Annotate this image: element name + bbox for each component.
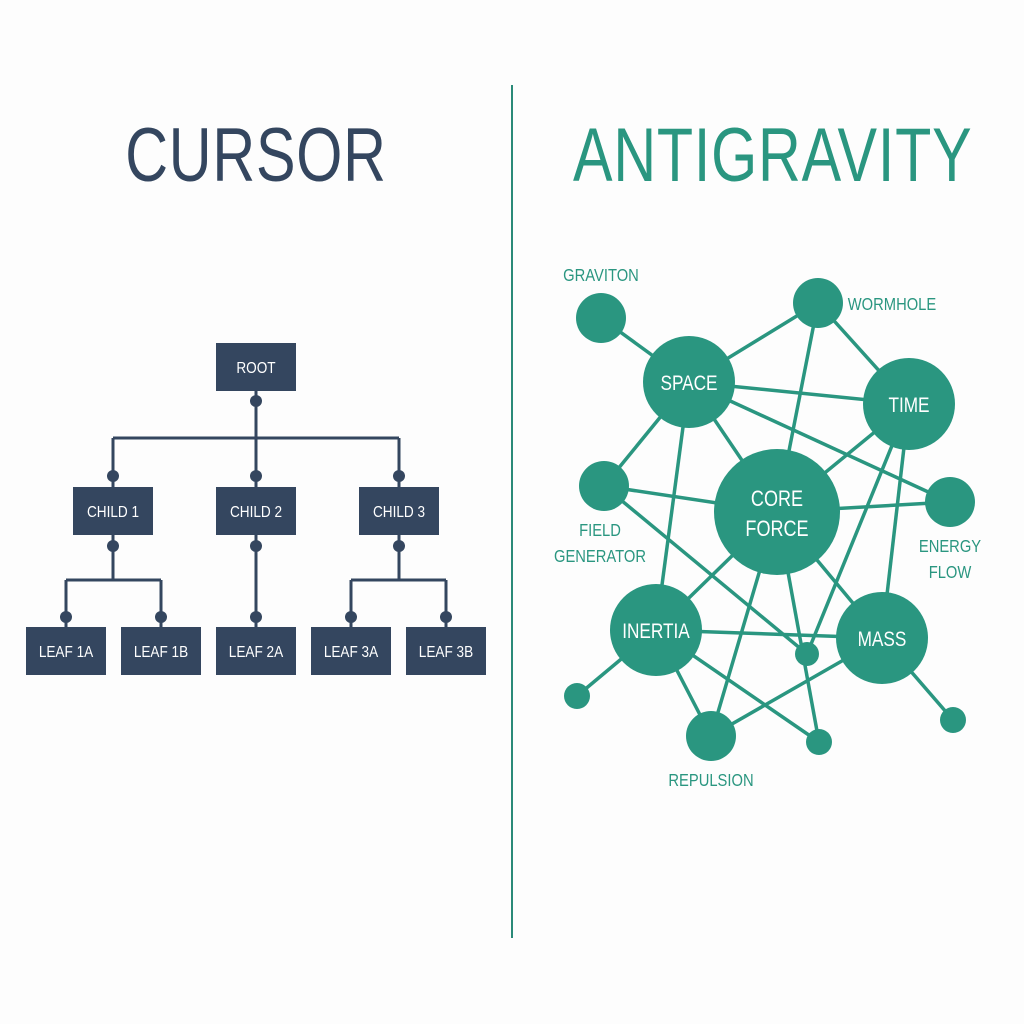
- connector-dot: [107, 470, 119, 482]
- edge-core-bottom: [775, 511, 821, 743]
- leaf-node-label: LEAF 2A: [229, 644, 283, 661]
- edge-time-mass: [880, 403, 911, 639]
- edge-field-core: [603, 484, 778, 514]
- node-caption-wormhole: WORMHOLE: [848, 295, 936, 315]
- node-label-inertia: INERTIA: [622, 621, 690, 644]
- edge-space-wormhole: [688, 301, 819, 384]
- node-time: [863, 358, 955, 450]
- edge-space-inertia: [654, 381, 691, 631]
- edge-mass-repulsion: [710, 636, 883, 738]
- edge-core-repulsion: [709, 511, 779, 737]
- node-caption-energy: ENERGY FLOW: [919, 537, 981, 583]
- edge-inertia-bl: [575, 628, 658, 698]
- leaf-node-label: LEAF 1B: [134, 644, 188, 661]
- edges-group: [575, 301, 955, 744]
- edge-graviton-space: [599, 316, 691, 384]
- node-energy: [925, 477, 975, 527]
- node-space: [643, 336, 735, 428]
- leaf-node-box: [216, 627, 296, 675]
- child-node-label: CHILD 2: [230, 504, 282, 521]
- edge-space-core: [687, 381, 779, 513]
- edge-wormhole-time: [816, 301, 911, 406]
- edge-core-energy: [776, 500, 951, 514]
- connector-dot: [60, 611, 72, 623]
- node-bottom: [806, 729, 832, 755]
- connector-dot: [440, 611, 452, 623]
- node-core: [714, 449, 840, 575]
- connector-dot: [345, 611, 357, 623]
- edge-mass-br: [880, 636, 955, 722]
- leaf-node-label: LEAF 3A: [324, 644, 378, 661]
- edge-time-core: [775, 402, 911, 514]
- child-node-label: CHILD 3: [373, 504, 425, 521]
- edge-field-mid: [602, 484, 809, 656]
- node-caption-line: FIELD: [579, 521, 621, 541]
- node-label-time: TIME: [888, 395, 929, 418]
- node-caption-field: FIELD GENERATOR: [554, 521, 646, 567]
- leaf-node-label: LEAF 1A: [39, 644, 93, 661]
- edge-core-mass: [775, 510, 884, 640]
- node-caption-line: GENERATOR: [554, 547, 646, 567]
- node-field: [579, 461, 629, 511]
- child-node-box: [216, 487, 296, 535]
- edge-wormhole-core: [775, 302, 820, 513]
- node-caption-line: ENERGY: [919, 537, 981, 557]
- edge-space-field: [602, 380, 691, 488]
- node-wormhole: [793, 278, 843, 328]
- root-node-label: ROOT: [236, 360, 275, 377]
- node-label-line: FORCE: [745, 517, 808, 541]
- edge-inertia-mass: [655, 628, 883, 640]
- edge-space-energy: [688, 380, 951, 504]
- edge-core-inertia: [654, 510, 779, 632]
- edge-inertia-repulsion: [654, 629, 713, 737]
- leaf-node-label: LEAF 3B: [419, 644, 473, 661]
- leaf-node-box: [311, 627, 391, 675]
- edge-inertia-bottom: [655, 628, 820, 744]
- node-label-line: CORE: [751, 487, 803, 511]
- node-inertia: [610, 584, 702, 676]
- node-mid: [795, 642, 819, 666]
- node-mass: [836, 592, 928, 684]
- leaf-node-box: [406, 627, 486, 675]
- hierarchy-tree-diagram: ROOT CHILD 1 LEAF 1A LEAF 1B CHILD 2 LEAF 2A C…: [26, 343, 486, 675]
- center-divider: [511, 85, 513, 938]
- node-repulsion: [686, 711, 736, 761]
- edge-space-time: [688, 380, 910, 406]
- connector-dot: [250, 395, 262, 407]
- antigravity-title: ANTIGRAVITY: [573, 113, 973, 198]
- connector-dot: [393, 470, 405, 482]
- node-label-core: CORE FORCE: [745, 487, 808, 541]
- node-caption-line: FLOW: [929, 563, 972, 583]
- leaf-node-box: [26, 627, 106, 675]
- node-caption-repulsion: REPULSION: [668, 771, 753, 791]
- child-node-box: [359, 487, 439, 535]
- node-bl: [564, 683, 590, 709]
- node-caption-graviton: GRAVITON: [563, 266, 639, 286]
- child-node-label: CHILD 1: [87, 504, 139, 521]
- cursor-title: CURSOR: [125, 113, 387, 198]
- node-graviton: [576, 293, 626, 343]
- leaf-node-box: [121, 627, 201, 675]
- connector-dot: [250, 611, 262, 623]
- node-label-space: SPACE: [660, 373, 717, 396]
- child-node-box: [73, 487, 153, 535]
- connector-dot: [155, 611, 167, 623]
- edge-time-mid: [805, 403, 911, 655]
- node-label-mass: MASS: [858, 629, 907, 652]
- node-br: [940, 707, 966, 733]
- root-node-box: [216, 343, 296, 391]
- connector-dot: [250, 470, 262, 482]
